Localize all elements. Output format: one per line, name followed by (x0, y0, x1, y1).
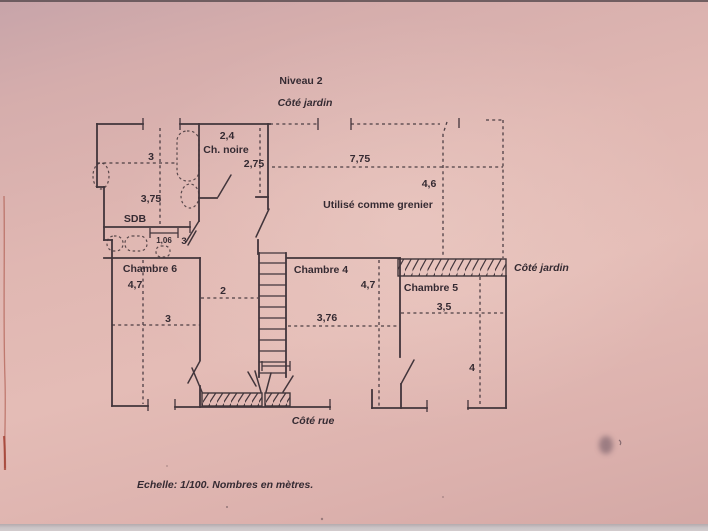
speck (226, 506, 228, 508)
ink-smudge (599, 436, 613, 454)
scale-note: Echelle: 1/100. Nombres en mètres. (137, 479, 313, 491)
window-splays (191, 367, 294, 393)
speck (166, 465, 168, 467)
photo-top-edge (0, 0, 708, 2)
toilet-icon (180, 183, 200, 209)
dim-ch-noire-depth: 2,75 (244, 158, 265, 170)
orientation-bottom-label: Côté rue (292, 415, 335, 427)
room-label-chambre4: Chambre 4 (294, 264, 348, 276)
dimension-ticks (142, 118, 469, 412)
dim-ch-noire-width: 2,4 (220, 130, 235, 142)
dim-chambre5-width: 3,5 (437, 301, 452, 313)
dim-chambre4-depth: 4,7 (361, 279, 376, 291)
bathtub-icon (176, 130, 200, 182)
door-swings (185, 174, 415, 387)
dim-chambre6-width: 3 (165, 313, 171, 325)
room-label-chambre5: Chambre 5 (404, 282, 458, 294)
dim-chambre6-depth: 4,7 (128, 279, 143, 291)
dim-sdb-width: 3 (148, 151, 154, 163)
plan-title: Niveau 2 (279, 75, 322, 87)
fixtures (92, 130, 200, 258)
dim-grenier-depth: 4,6 (422, 178, 437, 190)
room-label-chambre6: Chambre 6 (123, 263, 177, 275)
staircase (258, 252, 287, 378)
dim-grenier-width: 7,75 (350, 153, 371, 165)
speck (442, 496, 444, 498)
dim-sdb-depth: 3,75 (141, 193, 162, 205)
photo-artifacts (2, 195, 622, 521)
plan-drawing: Niveau 2 Côté jardin 2,4 Ch. noire 2,75 … (92, 75, 569, 491)
orientation-right-label: Côté jardin (514, 262, 569, 274)
orientation-top-label: Côté jardin (278, 97, 333, 109)
dim-chambre5-depth: 4 (469, 362, 475, 374)
photo-bottom-edge (0, 524, 708, 531)
crease-mark-dark (2, 435, 7, 471)
small-mark (618, 439, 622, 446)
dimension-lines (97, 119, 505, 407)
sink-icon (92, 162, 110, 190)
room-label-sdb: SDB (124, 213, 147, 225)
walls (96, 123, 507, 409)
crease-mark (3, 195, 6, 469)
speck (320, 517, 324, 521)
dim-wc-width: 1,06 (156, 236, 172, 245)
dim-corridor-width: 2 (220, 285, 226, 297)
wc-fixture-icon (124, 235, 148, 252)
dim-chambre4-width: 3,76 (317, 312, 338, 324)
wc-fixture-icon (155, 245, 171, 258)
room-label-grenier: Utilisé comme grenier (323, 199, 433, 211)
hatched-walls (201, 258, 507, 407)
dim-wc-corridor: 3 (181, 236, 186, 247)
room-label-ch-noire: Ch. noire (203, 144, 249, 156)
labels: Niveau 2 Côté jardin 2,4 Ch. noire 2,75 … (123, 75, 569, 491)
wc-fixture-icon (106, 235, 124, 252)
